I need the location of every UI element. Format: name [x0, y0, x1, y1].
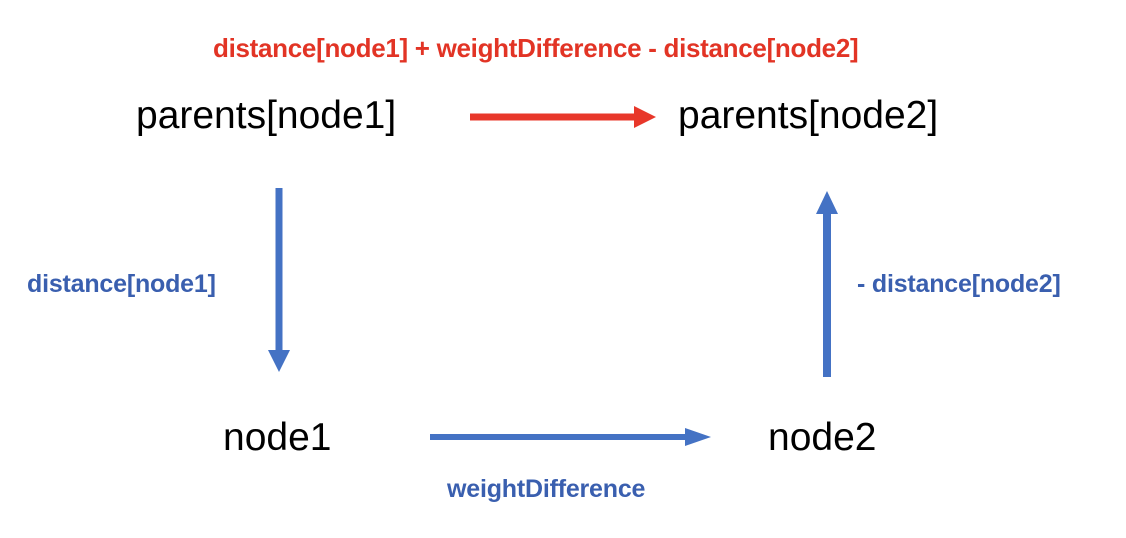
node-node1: node1	[223, 416, 332, 459]
arrow-blue-down-left	[268, 188, 290, 372]
edge-label-minus-distance-node2: - distance[node2]	[857, 270, 1061, 298]
node-parents-node1: parents[node1]	[136, 94, 397, 137]
arrow-blue-up-right	[816, 191, 838, 377]
edge-label-weight-difference: weightDifference	[447, 475, 646, 503]
node-node2: node2	[768, 416, 877, 459]
arrow-blue-node1-to-node2	[430, 428, 711, 446]
node-parents-node2: parents[node2]	[678, 94, 939, 137]
edge-label-distance-node1: distance[node1]	[27, 270, 216, 298]
arrow-red-parent-to-parent	[470, 106, 656, 128]
formula-expression: distance[node1] + weightDifference - dis…	[213, 33, 859, 63]
